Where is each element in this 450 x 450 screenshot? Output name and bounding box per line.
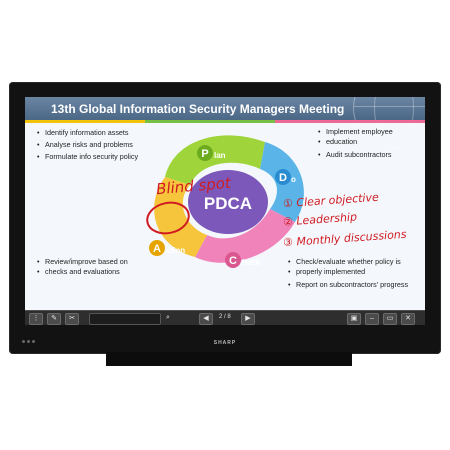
- search-icon: ⌕: [166, 314, 170, 321]
- check-letter: C: [229, 255, 237, 267]
- do-bullets: Implement employee education Audit subco…: [318, 127, 393, 160]
- brand-logo: SHARP: [213, 340, 237, 346]
- title-accent-stripe: [145, 120, 275, 123]
- minimize-button[interactable]: –: [365, 313, 379, 325]
- bullet-item: Check/evaluate whether policy is: [288, 257, 408, 267]
- monitor-stand: [106, 352, 352, 366]
- window-button[interactable]: ▭: [383, 313, 397, 325]
- presentation-slide: 13th Global Information Security Manager…: [25, 97, 425, 310]
- plan-bullets: Identify information assets Analyse risk…: [37, 127, 138, 163]
- bullet-item: Formulate info security policy: [37, 151, 138, 163]
- pen-icon: ✎: [51, 315, 57, 322]
- menu-button[interactable]: ⋮: [29, 313, 43, 325]
- minimize-icon: –: [370, 315, 374, 322]
- whiteboard-toolbar: ⋮ ✎ ✂ ⌕ ◀ 2 / 8 ▶ ▣ – ▭ ✕: [25, 310, 425, 325]
- blind-spot-circle: [146, 201, 190, 235]
- prev-icon: ◀: [203, 315, 209, 322]
- plan-letter-badge: [197, 145, 213, 161]
- slide-title-bar: 13th Global Information Security Manager…: [25, 97, 425, 149]
- bullet-item-continued: checks and evaluations: [37, 267, 128, 277]
- action-bullets: Review/improve based on checks and evalu…: [37, 257, 128, 277]
- check-bullets: Check/evaluate whether policy is properl…: [288, 257, 408, 290]
- check-label: heck: [242, 258, 261, 267]
- tools-button[interactable]: ✂: [65, 313, 79, 325]
- prev-page-button[interactable]: ◀: [199, 313, 213, 325]
- plan-letter: P: [201, 148, 208, 160]
- menu-icon: ⋮: [32, 315, 40, 322]
- window-icon: ▭: [386, 315, 394, 322]
- bullet-item: Audit subcontractors: [318, 150, 393, 160]
- check-segment: [195, 209, 295, 263]
- bullet-item-continued: education: [318, 137, 393, 147]
- slide-title: 13th Global Information Security Manager…: [51, 102, 345, 116]
- pdca-center-label: PDCA: [204, 194, 252, 213]
- power-indicator: [22, 340, 40, 343]
- action-label: ction: [166, 246, 185, 255]
- plan-segment: [165, 135, 265, 185]
- bullet-item: Identify information assets: [37, 127, 138, 139]
- page-indicator: 2 / 8: [219, 314, 231, 320]
- do-letter-badge: [275, 169, 291, 185]
- next-icon: ▶: [245, 315, 251, 322]
- do-label: o: [291, 175, 296, 184]
- search-button[interactable]: ⌕: [163, 313, 173, 323]
- tools-icon: ✂: [69, 315, 75, 322]
- action-letter-badge: [149, 240, 165, 256]
- bullet-item-continued: properly implemented: [288, 267, 408, 277]
- title-accent-stripe: [275, 120, 425, 123]
- bullet-item: Review/improve based on: [37, 257, 128, 267]
- plan-label: lan: [214, 151, 226, 160]
- pdca-center: [188, 170, 268, 234]
- action-segment: [154, 177, 207, 257]
- action-letter: A: [153, 243, 161, 255]
- bullet-item: Report on subcontractors' progress: [288, 280, 408, 290]
- next-page-button[interactable]: ▶: [241, 313, 255, 325]
- pdca-cycle-diagram: PDCA P lan D o C heck A ction: [146, 135, 304, 268]
- display-icon: ▣: [350, 315, 358, 322]
- close-icon: ✕: [405, 315, 411, 322]
- bullet-item: Implement employee: [318, 127, 393, 137]
- do-letter: D: [279, 172, 287, 184]
- display-mode-button[interactable]: ▣: [347, 313, 361, 325]
- pen-button[interactable]: ✎: [47, 313, 61, 325]
- close-button[interactable]: ✕: [401, 313, 415, 325]
- bullet-item: Analyse risks and problems: [37, 139, 138, 151]
- title-accent-stripe: [25, 120, 145, 123]
- search-field[interactable]: [89, 313, 161, 325]
- check-letter-badge: [225, 252, 241, 268]
